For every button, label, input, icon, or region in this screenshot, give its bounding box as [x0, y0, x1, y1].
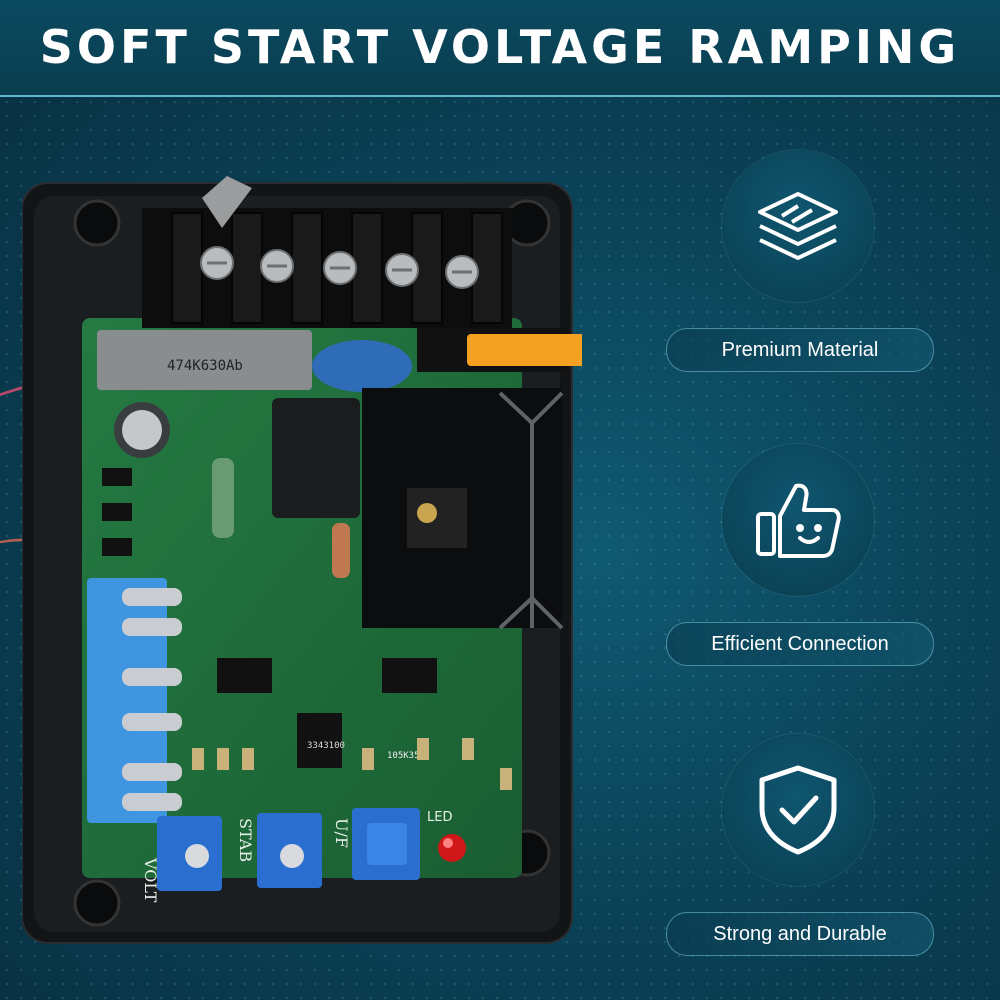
feature-label-strong-and-durable: Strong and Durable: [666, 912, 934, 956]
feature-premium-material: Premium Material: [666, 150, 934, 400]
feature-label-premium-material: Premium Material: [666, 328, 934, 372]
title-banner: SOFT START VOLTAGE RAMPING: [0, 0, 1000, 97]
feature-label-efficient-connection: Efficient Connection: [666, 622, 934, 666]
icon-badge: [722, 150, 874, 302]
thumbs-up-icon: [756, 483, 841, 558]
part-marking: 105K35U: [387, 751, 425, 761]
feature-strong-and-durable: Strong and Durable: [666, 734, 934, 984]
pot-label-stab: STAB: [236, 818, 255, 862]
pot-label-uf: U/F: [332, 818, 351, 848]
pot-label-volt: VOLT: [141, 857, 160, 903]
shield-check-icon: [759, 765, 837, 855]
capacitor-marking: 474K630Ab: [167, 358, 243, 374]
icon-badge: [722, 444, 874, 596]
product-image: 474K630Ab 3343100 1: [21, 168, 654, 948]
icon-badge: [722, 734, 874, 886]
voltage-regulator-board: 474K630Ab 3343100 1: [21, 176, 654, 944]
ic-marking: 3343100: [307, 741, 345, 751]
layers-icon: [758, 192, 838, 260]
feature-efficient-connection: Efficient Connection: [666, 444, 934, 694]
led-label: LED: [427, 810, 452, 825]
page-title: SOFT START VOLTAGE RAMPING: [39, 20, 961, 74]
